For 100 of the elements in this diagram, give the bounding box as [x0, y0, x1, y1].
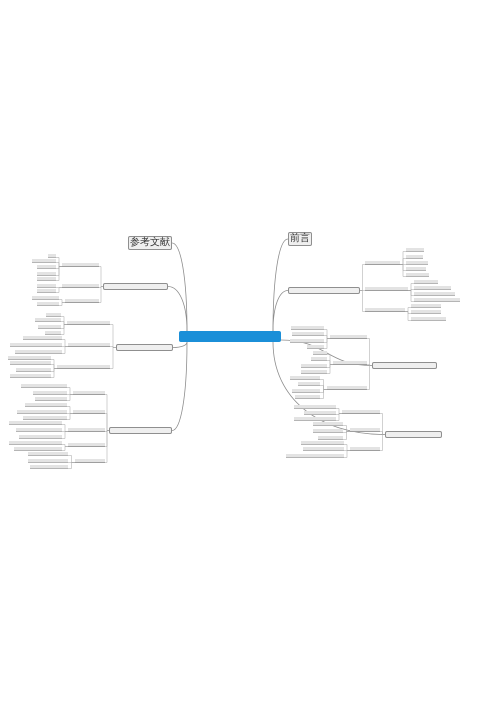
connector-line	[320, 389, 328, 399]
leaf-topic-bar	[411, 317, 446, 321]
leaf-topic-bar	[411, 310, 441, 314]
subtopic-bar	[327, 386, 367, 390]
leaf-topic-bar	[14, 447, 62, 451]
connector-line	[342, 431, 350, 440]
branch-curve	[172, 242, 188, 332]
chapter-topic-box	[385, 431, 442, 438]
leaf-topic-bar	[286, 454, 344, 458]
leaf-topic-bar	[10, 361, 51, 365]
leaf-topic-bar	[313, 422, 343, 426]
connector-line	[58, 299, 66, 303]
leaf-topic-bar	[290, 339, 324, 343]
chapter-topic-box	[288, 287, 360, 294]
connector-line	[408, 290, 414, 302]
leaf-topic-bar	[17, 410, 67, 414]
leaf-topic-bar	[35, 397, 67, 401]
subtopic-bar	[365, 287, 408, 291]
leaf-topic-bar	[48, 254, 56, 258]
connector-line	[360, 264, 366, 291]
leaf-topic-bar	[10, 343, 62, 347]
leaf-topic-bar	[16, 368, 51, 372]
subtopic-bar	[350, 447, 380, 451]
subtopic-bar	[333, 361, 367, 365]
leaf-topic-bar	[37, 302, 59, 306]
central-topic-box	[179, 331, 281, 342]
connector-line	[56, 266, 62, 281]
connector-line	[324, 338, 330, 349]
connector-line	[336, 408, 342, 414]
connector-line	[60, 324, 68, 335]
leaf-topic-bar	[9, 441, 62, 445]
connector-line	[404, 311, 412, 321]
leaf-topic-bar	[21, 384, 67, 388]
branch-curve	[172, 342, 188, 431]
connector-line	[62, 346, 68, 354]
chapter-topic-box	[109, 427, 172, 434]
leaf-topic-bar	[35, 318, 61, 322]
connector-line	[62, 446, 68, 451]
connector-line	[66, 387, 74, 395]
leaf-topic-bar	[313, 351, 327, 355]
connector-line	[110, 324, 116, 348]
subtopic-bar	[68, 443, 105, 447]
branch-curve	[172, 342, 188, 348]
subtopic-bar	[57, 365, 110, 369]
subtopic-bar	[365, 261, 400, 265]
chapter-topic-box: 参考文献	[128, 236, 172, 250]
subtopic-bar	[68, 343, 110, 347]
leaf-topic-bar	[37, 265, 56, 269]
leaf-topic-bar	[294, 405, 336, 409]
connector-line	[68, 462, 76, 469]
connector-line	[360, 290, 366, 312]
leaf-topic-bar	[313, 429, 343, 433]
subtopic-bar	[62, 284, 99, 288]
leaf-topic-bar	[32, 259, 56, 263]
leaf-topic-bar	[414, 298, 460, 302]
leaf-topic-bar	[28, 459, 68, 463]
connector-line	[366, 364, 372, 366]
connector-line	[62, 431, 68, 439]
connector-line	[380, 431, 386, 435]
leaf-topic-bar	[406, 261, 428, 265]
connector-line	[56, 262, 62, 267]
connector-line	[110, 347, 116, 369]
leaf-topic-bar	[298, 382, 320, 386]
leaf-topic-bar	[16, 428, 62, 432]
subtopic-bar	[342, 410, 380, 414]
connector-line	[408, 289, 414, 291]
leaf-topic-bar	[292, 389, 320, 393]
connector-line	[104, 413, 110, 431]
leaf-topic-bar	[406, 248, 424, 252]
connector-line	[110, 346, 116, 348]
connector-line	[66, 394, 74, 401]
leaf-topic-bar	[406, 273, 429, 277]
leaf-topic-bar	[23, 336, 62, 340]
leaf-topic-bar	[406, 267, 426, 271]
leaf-topic-bar	[301, 370, 327, 374]
leaf-topic-bar	[311, 357, 327, 361]
subtopic-bar	[365, 308, 405, 312]
leaf-topic-bar	[294, 417, 336, 421]
chapter-topic-box	[103, 283, 168, 290]
connector-line	[60, 321, 68, 325]
branch-curve	[272, 290, 288, 332]
leaf-topic-bar	[37, 277, 56, 281]
leaf-topic-bar	[37, 272, 56, 276]
connector-line	[400, 264, 406, 277]
leaf-topic-bar	[23, 416, 67, 420]
leaf-topic-bar	[8, 356, 51, 360]
chapter-topic-box	[116, 344, 173, 351]
connector-line	[66, 406, 74, 414]
leaf-topic-bar	[28, 452, 68, 456]
connector-line	[50, 364, 58, 369]
connector-line	[66, 413, 74, 420]
leaf-topic-bar	[414, 292, 455, 296]
leaf-topic-bar	[304, 411, 336, 415]
leaf-topic-bar	[32, 296, 59, 300]
connector-line	[380, 434, 386, 451]
leaf-topic-bar	[15, 350, 62, 354]
connector-line	[326, 360, 334, 365]
subtopic-bar	[68, 428, 105, 432]
subtopic-bar	[330, 335, 367, 339]
leaf-topic-bar	[37, 284, 56, 288]
